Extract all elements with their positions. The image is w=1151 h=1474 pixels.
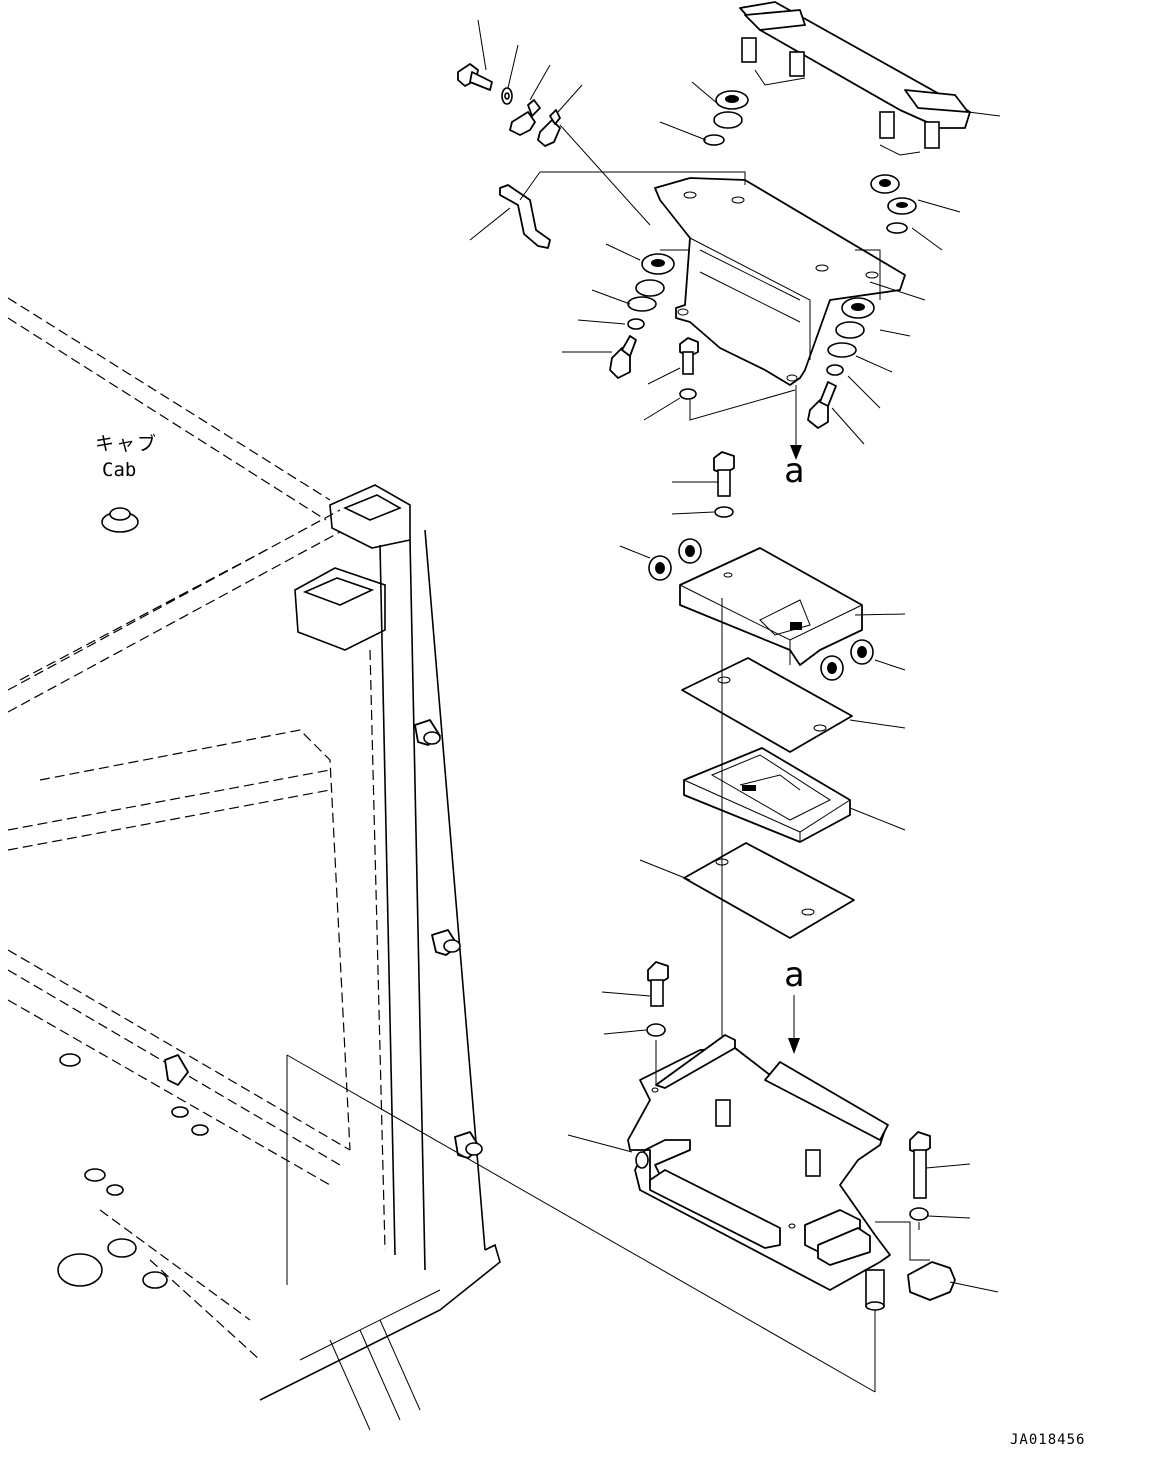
bolt-bottom-left: [647, 961, 669, 1007]
rubber-mount-left: [635, 253, 675, 297]
cab-knob: [101, 507, 139, 533]
insulation-sheet-upper: [681, 657, 853, 753]
controller-cover: [679, 547, 863, 666]
clip-2: [537, 109, 561, 147]
insulation-sheet-lower: [683, 842, 855, 939]
rubber-mount-right: [835, 297, 875, 339]
drawing-number: JA018456: [1010, 1432, 1085, 1448]
plug-top-1: [703, 134, 725, 146]
cab-label-jp: キャブ: [95, 432, 158, 455]
pillar-boss-3: [454, 1131, 483, 1159]
washer-center: [679, 388, 697, 400]
plug-top-2: [886, 222, 908, 234]
pillar-boss-2: [431, 929, 461, 956]
rubber-cap: [907, 1261, 956, 1301]
spring-clip: [499, 184, 551, 249]
washer-bottom-right: [909, 1207, 929, 1221]
controller-unit: [683, 747, 851, 843]
middle-leader-lines: [619, 481, 906, 881]
pillar-boss-1: [414, 719, 441, 746]
bolt-left: [609, 335, 637, 379]
rubber-mount-top-2: [870, 174, 917, 215]
spacer-pair-right: [820, 639, 874, 681]
bolt-top-left: [457, 63, 493, 91]
cab-label-en: Cab: [102, 459, 136, 481]
view-ref-a-bottom: a: [784, 955, 804, 995]
bolt-mid: [713, 451, 735, 497]
rubber-mount-top-1: [713, 90, 749, 129]
washer-bottom-left: [646, 1023, 666, 1037]
washer-right-1: [827, 342, 857, 358]
washer-left-2: [627, 318, 645, 330]
top-alignment-lines: [469, 19, 1001, 460]
top-plate: [739, 1, 971, 156]
clip-1: [509, 99, 541, 136]
washer-mid: [714, 506, 734, 518]
cab-outline: [7, 297, 876, 1431]
base-bracket: [627, 1034, 891, 1311]
bolt-right: [807, 381, 837, 429]
spacer-pair-left: [648, 538, 702, 581]
bottom-leader-lines: [567, 991, 999, 1392]
washer-top-left: [501, 87, 513, 105]
view-ref-a-top: a: [784, 451, 804, 491]
top-bracket: [654, 177, 906, 386]
bolt-center: [679, 337, 699, 375]
washer-left-1: [627, 296, 657, 312]
washer-right-2: [826, 364, 844, 376]
bolt-bottom-right: [909, 1131, 931, 1199]
stud-bottom: [865, 1269, 885, 1311]
